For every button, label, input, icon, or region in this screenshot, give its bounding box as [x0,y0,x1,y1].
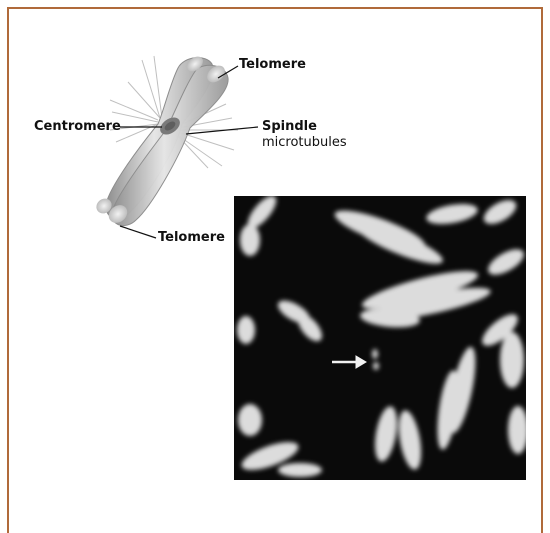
label-centromere: Centromere [34,119,121,135]
label-telomere-bottom: Telomere [158,230,225,246]
label-microtubules: microtubules [262,135,347,151]
chromosome-micrograph [234,192,528,480]
chromosome [93,54,228,227]
label-telomere-top: Telomere [239,57,306,73]
label-spindle: Spindle [262,119,317,135]
